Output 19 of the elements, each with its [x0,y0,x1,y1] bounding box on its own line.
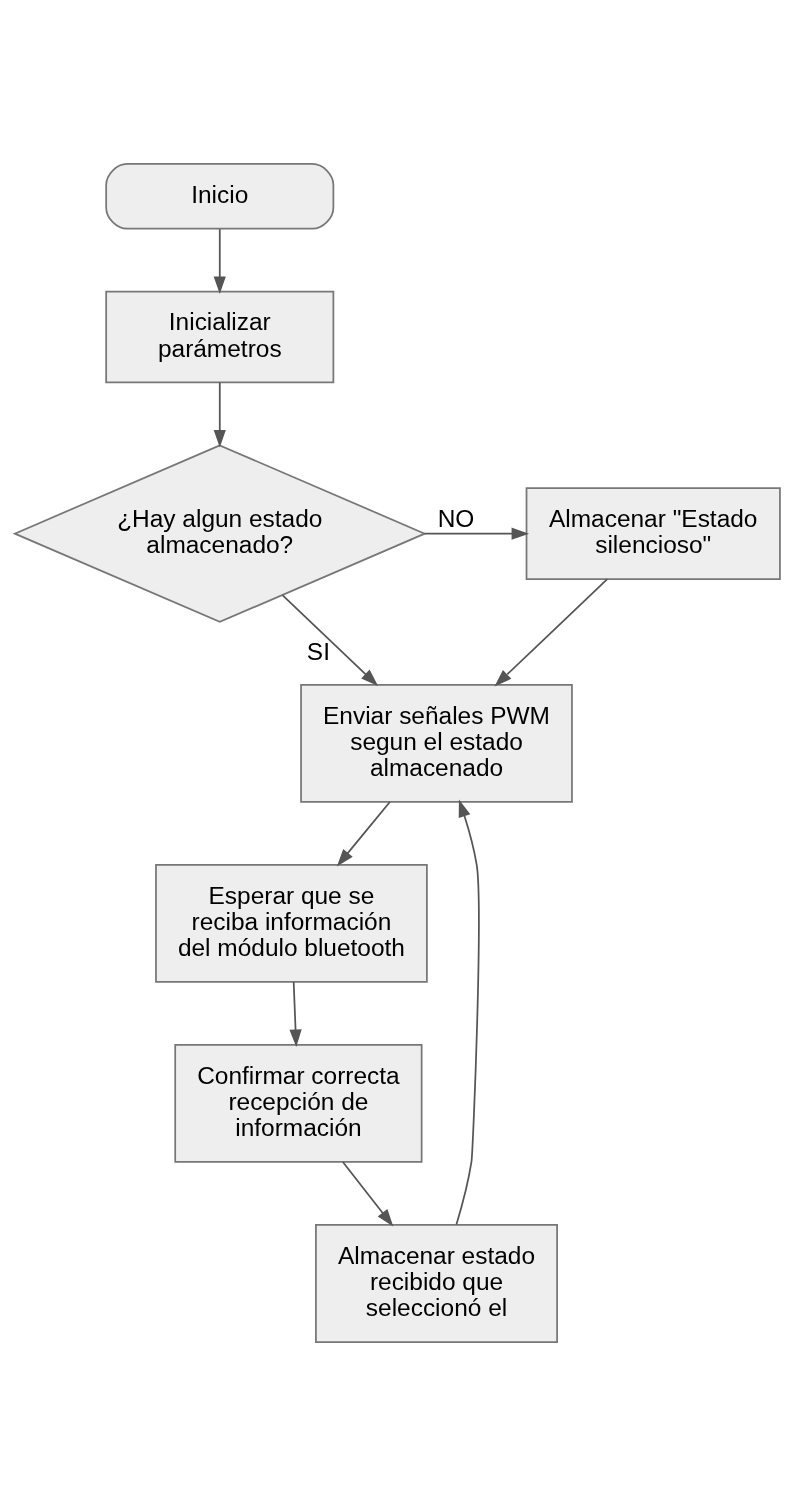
arrow [213,381,226,447]
node-box: Inicio [105,162,335,230]
node-box: Almacenar estado recibido que seleccionó el [315,1223,558,1343]
arrow [213,227,226,294]
node-box: Inicializar parámetros [105,290,335,383]
arrow [423,527,530,540]
node-box: Esperar que se reciba información del módulo bluetooth [155,863,428,983]
edge-label: NO [437,504,475,532]
node-diamond: ¿Hay algun estado almacenado? [12,443,427,623]
node-box: Almacenar "Estado silencioso" [525,486,781,580]
node-box: Confirmar correcta recepción de información [174,1043,423,1163]
arrow [494,577,609,686]
arrow [289,980,302,1047]
arrow [281,593,379,686]
edge-label: SI [306,637,330,665]
arrow [342,1160,394,1226]
node-box: Enviar señales PWM segun el estado almacenado [300,683,573,803]
arrow [455,799,480,1225]
arrow [336,800,391,866]
